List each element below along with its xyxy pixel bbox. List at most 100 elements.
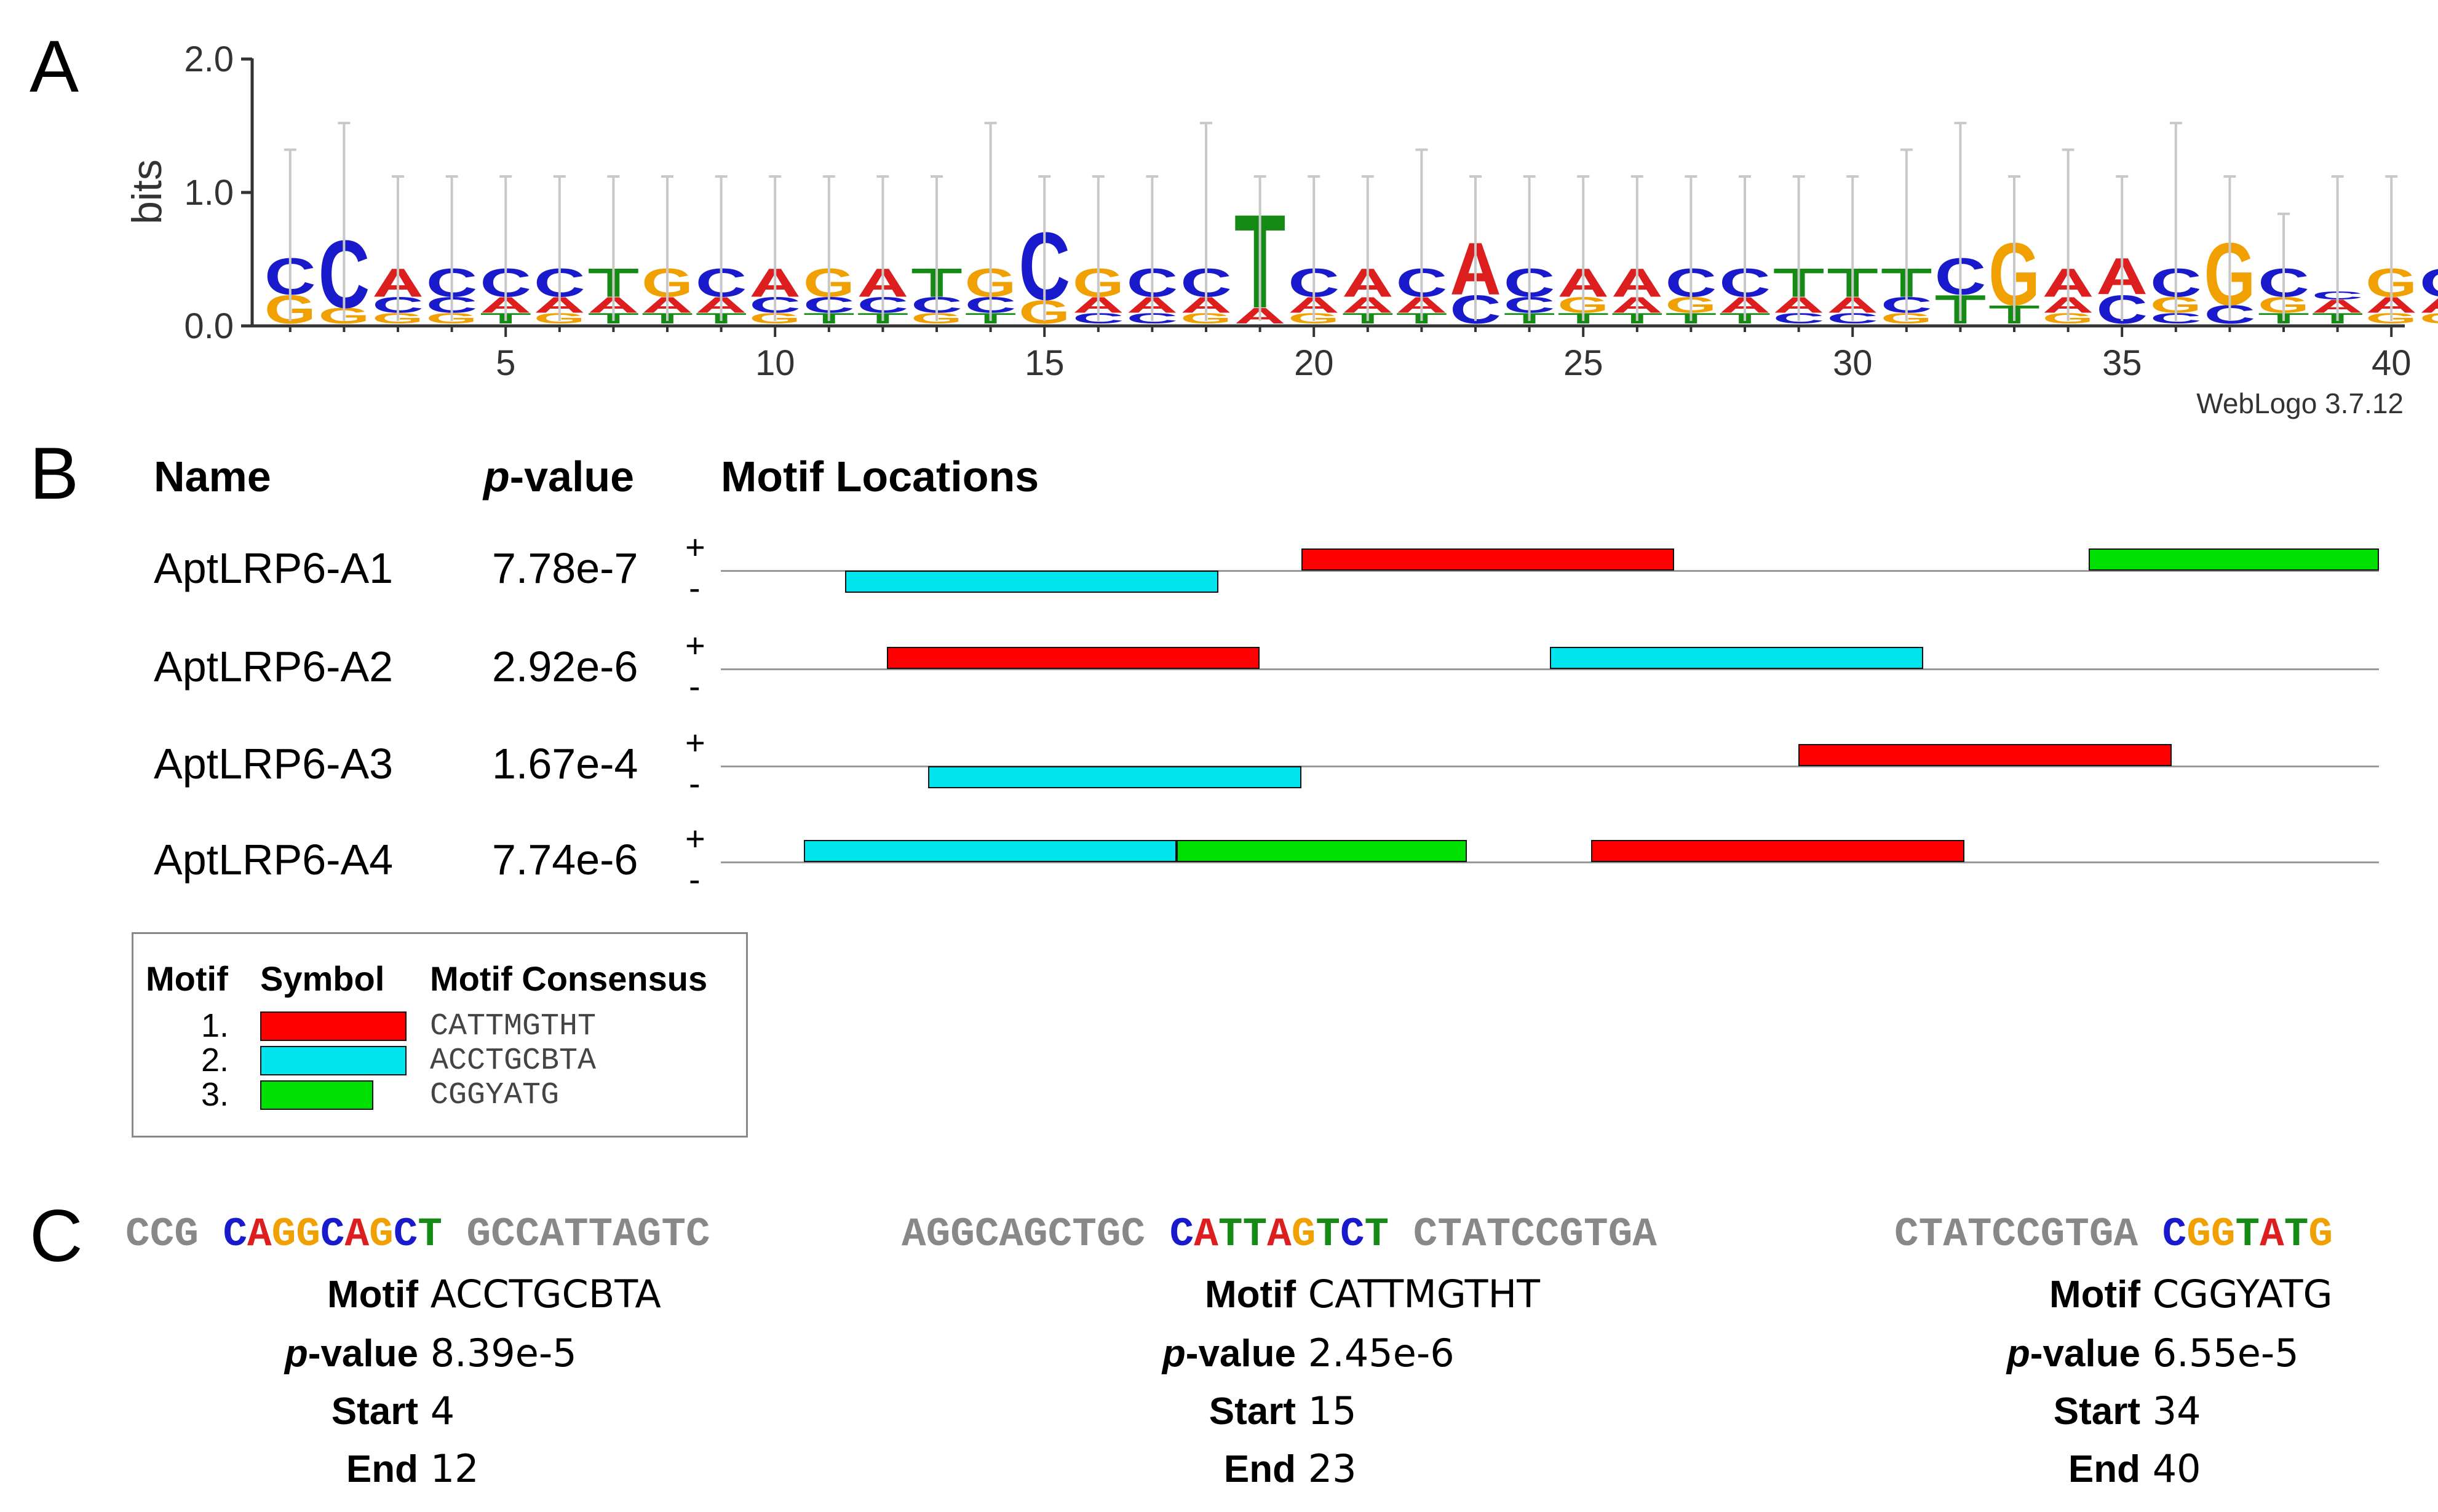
site-sequence: AGGCAGCTGC CATTAGTCT CTATCCGTGA <box>902 1211 1657 1257</box>
site-field-value: 6.55e-5 <box>2140 1331 2299 1375</box>
sequence-name: AptLRP6-A4 <box>154 836 394 884</box>
weblogo-credit: WebLogo 3.7.12 <box>2196 387 2404 419</box>
site-p-value: p-value 6.55e-5 <box>2007 1331 2299 1375</box>
site-field-value: ACCTGCBTA <box>418 1272 661 1316</box>
motif-hit-2 <box>845 571 1218 593</box>
site-base: A <box>344 1211 370 1257</box>
site-field-value: 2.45e-6 <box>1296 1331 1455 1375</box>
sequence-p-value: 7.78e-7 <box>492 544 638 592</box>
site-field-label: End <box>1223 1448 1296 1490</box>
motif-hit-3 <box>2089 548 2379 571</box>
site-base: A <box>2260 1211 2284 1257</box>
x-tick-label: 35 <box>2102 343 2142 383</box>
site-field-value: 40 <box>2140 1446 2201 1491</box>
site-field-label: Motif <box>2049 1273 2140 1316</box>
site-base: T <box>1364 1211 1389 1257</box>
logo-y-ticks: 0.01.02.0 <box>184 39 252 346</box>
site-base: T <box>418 1211 442 1257</box>
panel-label-a: A <box>30 25 79 108</box>
column-header-motif-locations: Motif Locations <box>721 453 1039 501</box>
site-motif: Motif CGGYATG <box>2049 1272 2333 1316</box>
site-base: G <box>271 1211 296 1257</box>
site-motif: Motif ACCTGCBTA <box>327 1272 661 1316</box>
left-flank: AGGCAGCTGC <box>902 1211 1170 1257</box>
site-base: C <box>393 1211 418 1257</box>
y-tick-label: 1.0 <box>184 173 234 213</box>
left-flank: CTATCCGTGA <box>1894 1211 2162 1257</box>
site-end: End 23 <box>1224 1446 1357 1491</box>
x-tick-label: 25 <box>1563 343 1603 383</box>
site-start: Start 4 <box>332 1388 455 1433</box>
site-base: G <box>2308 1211 2333 1257</box>
legend-consensus: CATTMGTHT <box>430 1009 597 1044</box>
site-field-label: p-value <box>284 1332 418 1375</box>
logo-letter: G <box>2420 310 2438 327</box>
sequence-name: AptLRP6-A1 <box>154 544 394 592</box>
site-base: A <box>1267 1211 1292 1257</box>
site-field-label: Start <box>2053 1390 2140 1433</box>
sequence-line <box>721 570 2379 572</box>
right-flank: GCCATTAGTC <box>442 1211 710 1257</box>
motif-hit-1 <box>1591 840 1964 862</box>
strand-plus: + <box>685 626 705 665</box>
strand-minus: - <box>689 764 701 802</box>
y-tick-label: 0.0 <box>184 306 234 346</box>
site-base: C <box>1340 1211 1365 1257</box>
site-base: C <box>1169 1211 1194 1257</box>
legend-symbol <box>260 1080 373 1110</box>
site-field-label: Start <box>331 1390 418 1433</box>
site-field-value: 8.39e-5 <box>418 1331 577 1375</box>
strand-minus: - <box>689 860 701 898</box>
motif-hit-1 <box>1301 548 1675 571</box>
left-flank: CCG <box>125 1211 223 1257</box>
site-base: T <box>2235 1211 2260 1257</box>
right-flank: CTATCCGTGA <box>1389 1211 1657 1257</box>
x-tick-label: 40 <box>2372 343 2412 383</box>
site-field-label: Motif <box>327 1273 418 1316</box>
motif-hit-3 <box>1177 840 1467 862</box>
logo-stacks: GCGCGCAGCCTACGACTATTAGTACGCATCGTCAGCTTCG… <box>264 187 2438 336</box>
x-tick-label: 20 <box>1294 343 1334 383</box>
site-end: End 40 <box>2068 1446 2201 1491</box>
legend-consensus: CGGYATG <box>430 1078 560 1113</box>
logo-letter: C <box>2420 260 2438 306</box>
legend-symbol <box>260 1046 407 1075</box>
x-tick-label: 10 <box>755 343 795 383</box>
sequence-p-value: 7.74e-6 <box>492 836 638 884</box>
legend-motif-number: 2. <box>201 1042 229 1079</box>
site-base: G <box>2210 1211 2236 1257</box>
site-sequence: CCG CAGGCAGCT GCCATTAGTC <box>125 1211 710 1257</box>
site-base: G <box>2186 1211 2211 1257</box>
site-field-value: CATTMGTHT <box>1296 1272 1540 1316</box>
legend-header-symbol: Symbol <box>260 959 385 998</box>
panel-label-c: C <box>30 1195 83 1277</box>
column-header-name: Name <box>154 453 271 501</box>
site-base: T <box>1316 1211 1340 1257</box>
legend-motif-number: 3. <box>201 1076 229 1113</box>
motif-hit-2 <box>1550 647 1923 669</box>
strand-plus: + <box>685 819 705 858</box>
panel-label-b: B <box>30 432 79 515</box>
strand-plus: + <box>685 723 705 762</box>
site-field-value: 23 <box>1296 1446 1357 1491</box>
motif-hit-1 <box>886 647 1260 669</box>
strand-minus: - <box>689 667 701 705</box>
x-tick-label: 15 <box>1025 343 1065 383</box>
p-value-suffix: -value <box>509 453 635 501</box>
motif-hit-2 <box>803 840 1177 862</box>
column-header-p-value: p-value <box>483 452 634 501</box>
site-base: T <box>1242 1211 1268 1257</box>
site-field-value: 12 <box>418 1446 479 1491</box>
site-p-value: p-value 8.39e-5 <box>285 1331 577 1375</box>
legend-consensus: ACCTGCBTA <box>430 1043 597 1079</box>
site-start: Start 15 <box>1209 1388 1357 1433</box>
site-field-label: End <box>2068 1448 2140 1490</box>
legend-header-motif: Motif <box>146 959 228 998</box>
x-tick-label: 30 <box>1833 343 1873 383</box>
logo-errorbars <box>284 122 2398 321</box>
site-base: T <box>2284 1211 2309 1257</box>
sequence-name: AptLRP6-A2 <box>154 643 394 691</box>
legend-symbol <box>260 1011 407 1041</box>
site-base: G <box>296 1211 320 1257</box>
